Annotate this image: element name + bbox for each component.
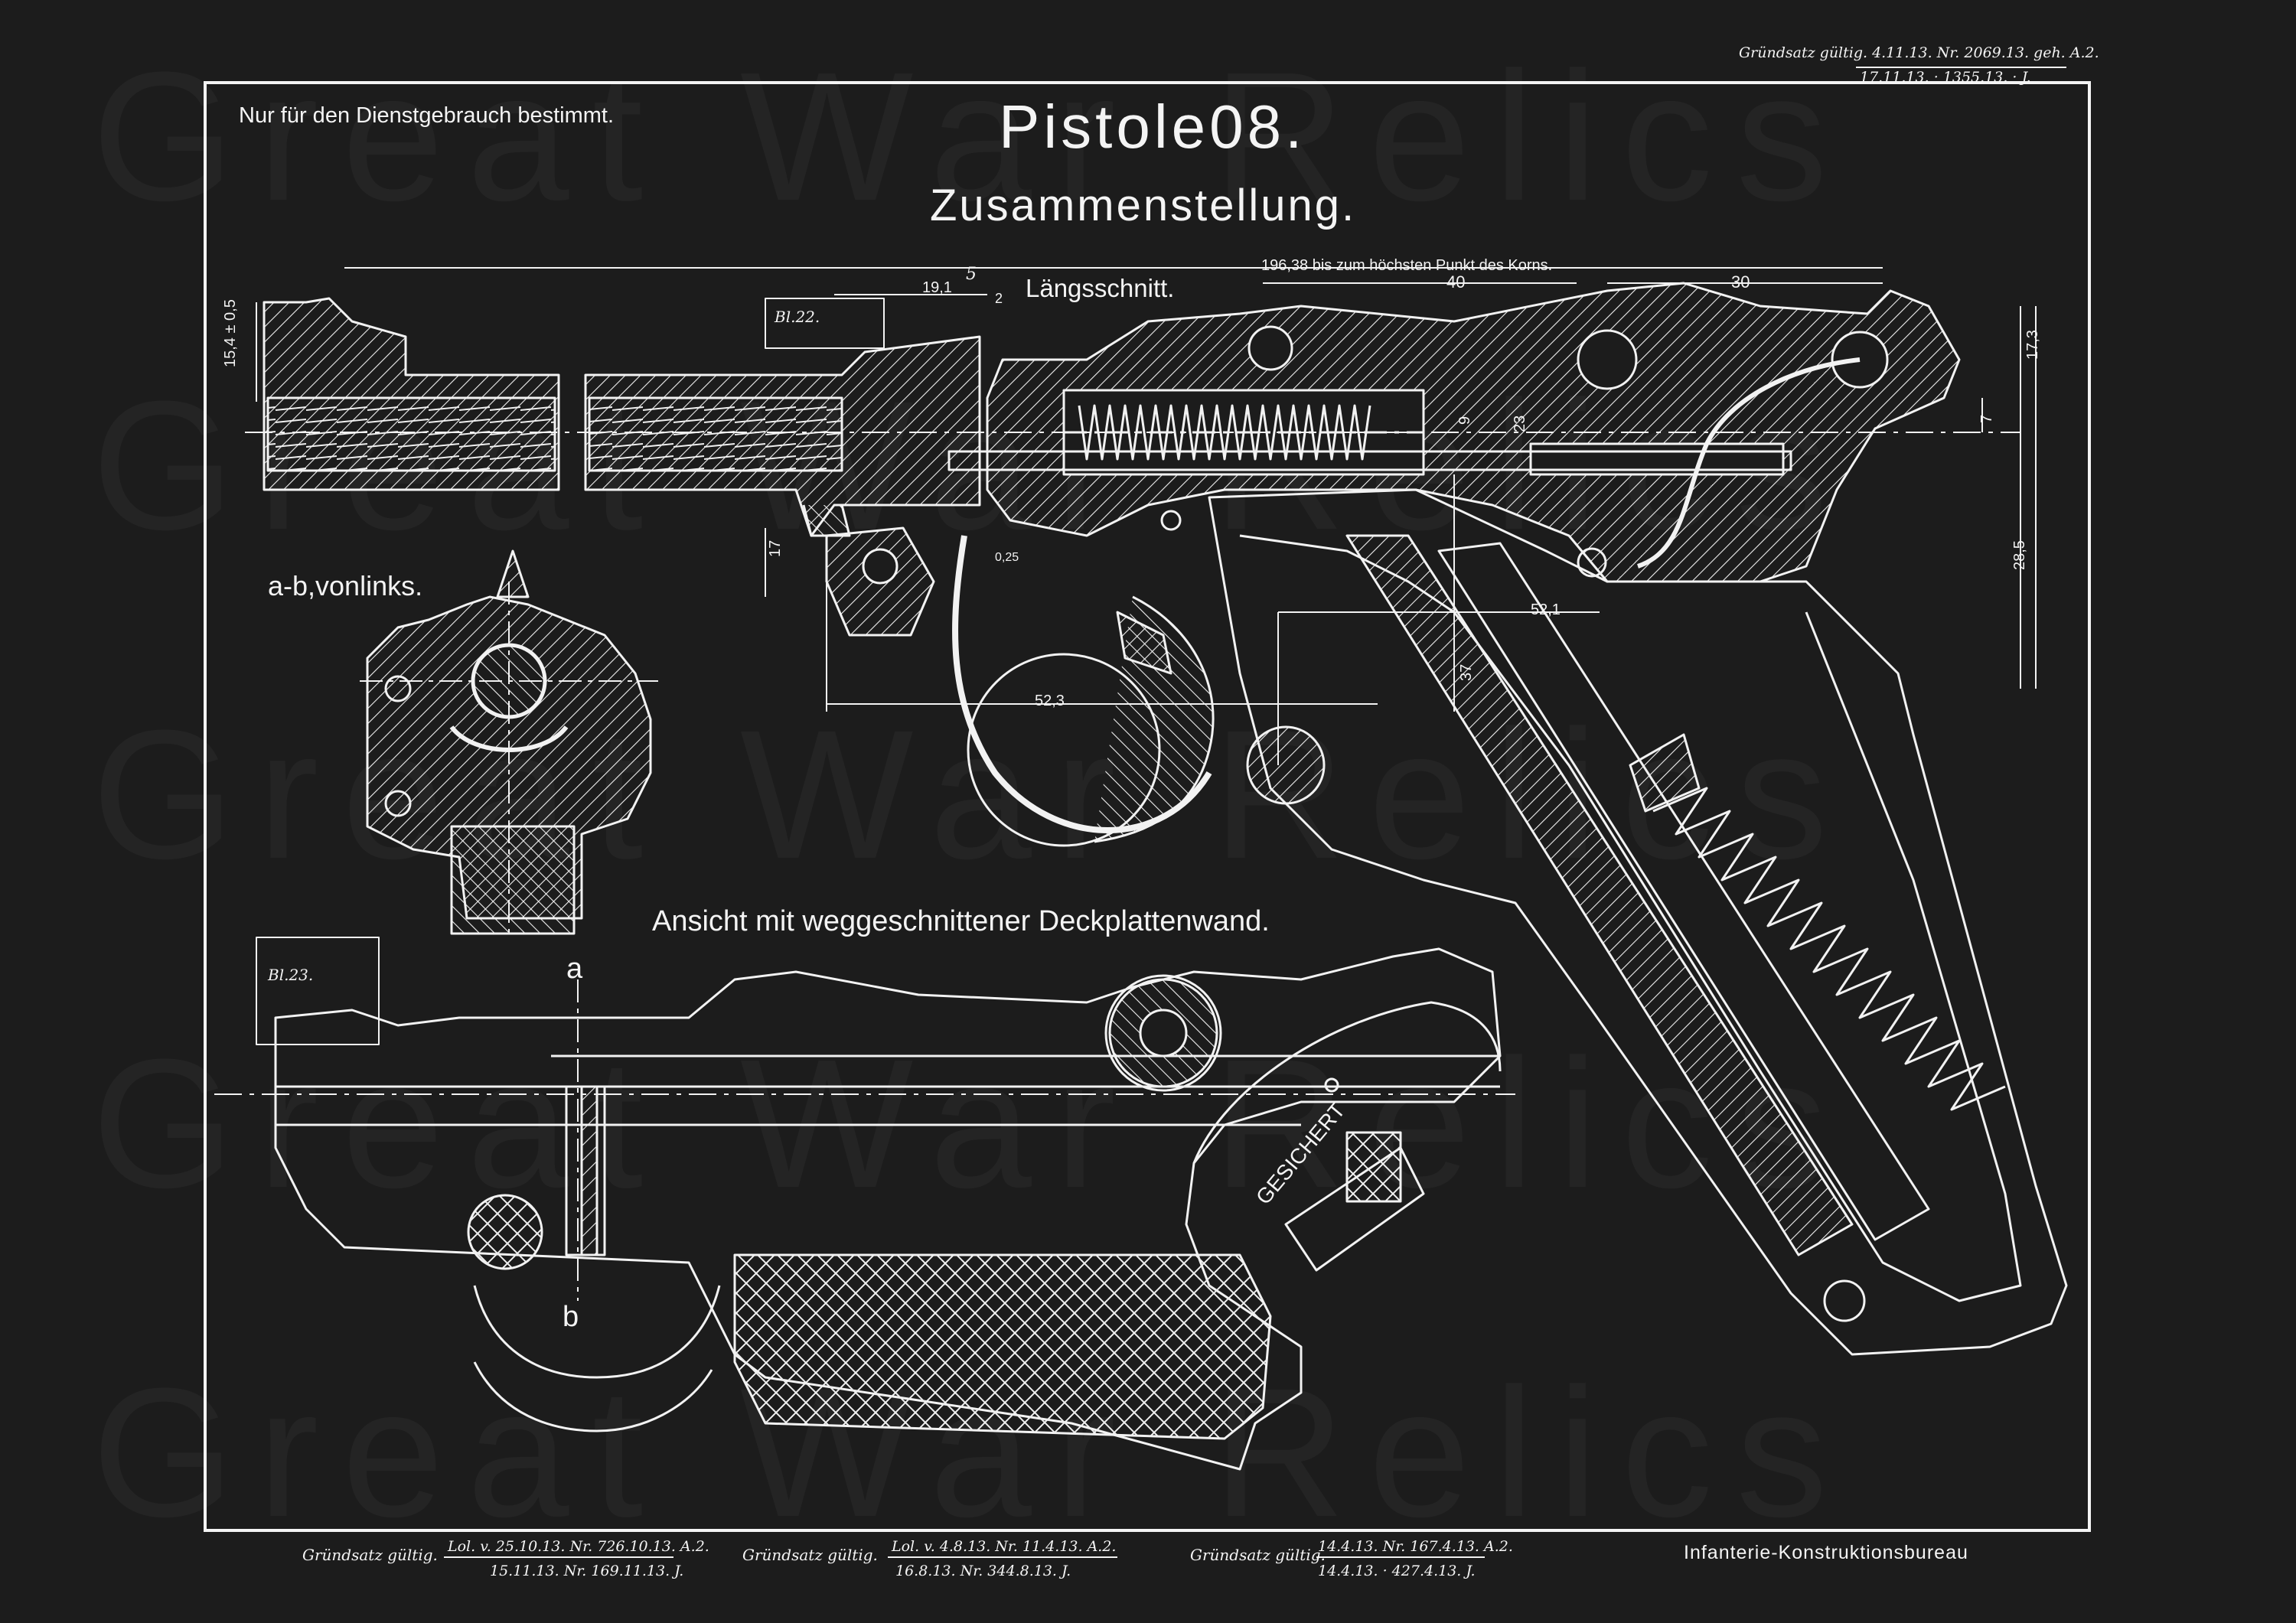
dimension-2: 2: [995, 291, 1003, 306]
section-mark-a: a: [566, 953, 583, 985]
footer-bureau: Infanterie-Konstruktionsbureau: [1684, 1542, 1968, 1563]
dimension-7: 7: [1978, 414, 1995, 423]
page-title: Pistole08.: [999, 93, 1306, 161]
footer-approval-2-line2: 16.8.13. Nr. 344.8.13. J.: [895, 1563, 1071, 1579]
dimension-0-25: 0,25: [995, 551, 1019, 564]
dimension-37: 37: [1458, 663, 1475, 681]
tag-box-23: [256, 937, 380, 1045]
dimension-lines: [256, 267, 2037, 765]
dimension-overall: 196,38 bis zum höchsten Punkt des Korns.: [1261, 257, 1553, 274]
view-label-longitudinal-section: Längsschnitt.: [1026, 274, 1175, 302]
sear-spring: [1577, 357, 1861, 813]
grip-frame: [1160, 488, 2068, 1356]
barrel-rear-section: [584, 335, 981, 537]
dimension-19-1: 19,1: [922, 279, 952, 296]
dimension-30: 30: [1731, 272, 1750, 292]
cutaway-view: [214, 947, 1515, 1471]
dimension-52-3: 52,3: [1035, 693, 1065, 709]
border-frame: [204, 81, 2091, 1532]
tag-label-23: Bl.23.: [268, 966, 314, 984]
view-label-cutaway: Ansicht mit weggeschnittener Deckplatten…: [652, 905, 1270, 937]
trigger-guard: [952, 535, 1215, 847]
footer-underlines: [444, 67, 2066, 1558]
footer-approval-2-line1: Lol. v. 4.8.13. Nr. 11.4.13. A.2.: [892, 1538, 1117, 1555]
dimension-17-3: 17,3: [2024, 330, 2041, 360]
view-label-front-view: a-b,vonlinks.: [268, 570, 423, 601]
footer-approval-3-line1: 14.4.13. Nr. 167.4.13. A.2.: [1318, 1538, 1513, 1555]
footer-approval-3-line2: 14.4.13. · 427.4.13. J.: [1318, 1563, 1476, 1579]
restriction-note: Nur für den Dienstgebrauch bestimmt.: [239, 103, 614, 128]
dimension-23: 23: [1512, 415, 1528, 432]
dimension-15-4: 15,4 ± 0,5: [222, 299, 239, 367]
dimension-40: 40: [1446, 272, 1466, 292]
approval-stamp-top-line2: 17.11.13. · 1355.13. · J.: [1860, 69, 2031, 86]
barrel-muzzle-section: [263, 297, 560, 491]
front-view-section: [360, 549, 658, 935]
footer-approval-2-prefix: Gründsatz gültig.: [742, 1546, 878, 1564]
dimension-28-5: 28,5: [2011, 540, 2028, 570]
footer-approval-1-prefix: Gründsatz gültig.: [302, 1546, 438, 1564]
footer-approval-1-line1: Lol. v. 25.10.13. Nr. 726.10.13. A.2.: [448, 1538, 709, 1555]
dimension-5: 5: [966, 265, 977, 284]
page-subtitle: Zusammenstellung.: [930, 181, 1357, 230]
section-mark-b: b: [563, 1301, 579, 1333]
footer-approval-1-line2: 15.11.13. Nr. 169.11.13. J.: [490, 1563, 684, 1579]
approval-stamp-top-line1: Gründsatz gültig. 4.11.13. Nr. 2069.13. …: [1739, 44, 2099, 61]
dimension-17: 17: [767, 539, 784, 557]
dimension-9: 9: [1456, 416, 1473, 425]
footer-approval-3-prefix: Gründsatz gültig.: [1190, 1546, 1326, 1564]
tag-label-22: Bl.22.: [775, 308, 820, 326]
dimension-52-1: 52,1: [1531, 601, 1561, 618]
frame-front-lug: [825, 526, 935, 637]
tag-box-22: [765, 298, 885, 349]
